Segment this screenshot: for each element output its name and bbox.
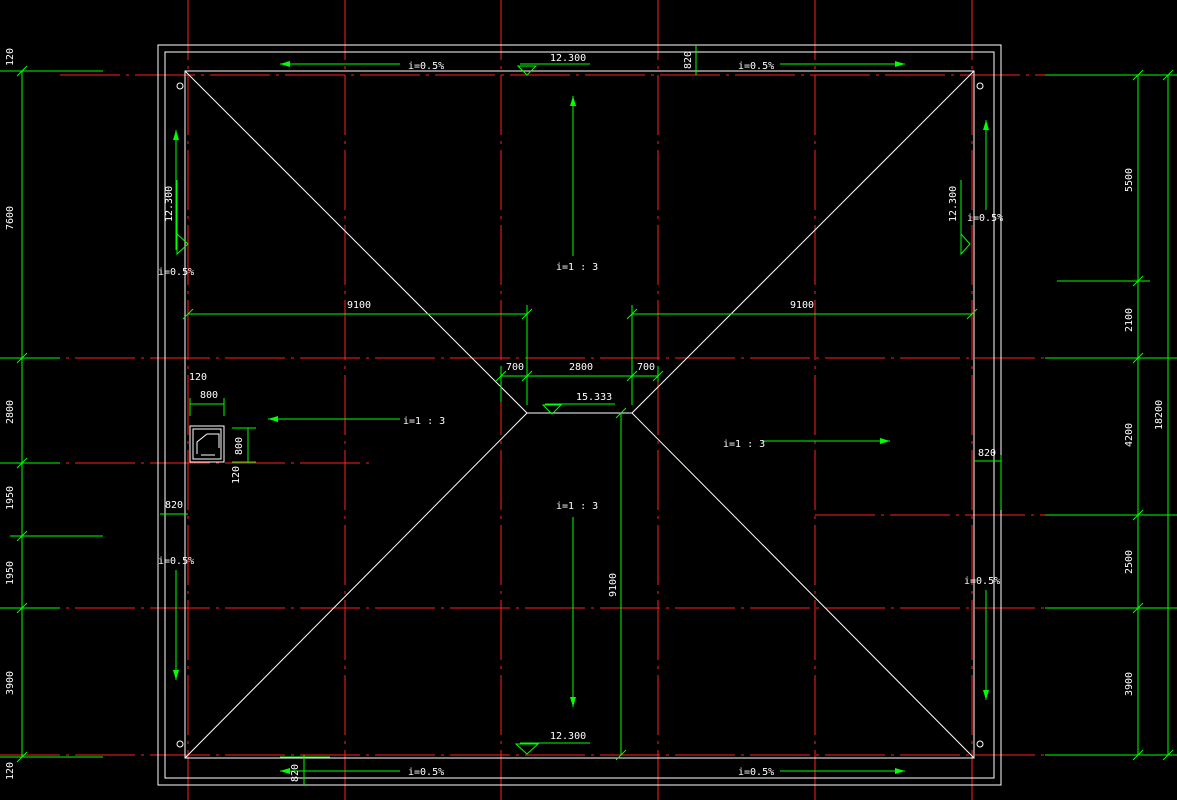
gutter-slope-right-lower: i=0.5% [964, 576, 1000, 587]
gutter-slope-left-upper: i=0.5% [158, 267, 194, 278]
slope-west: i=1 : 3 [403, 416, 445, 427]
labels: 12.300 15.333 12.300 12.300 12.300 i=1 :… [5, 48, 1165, 782]
dim-wall-thk-top: 120 [189, 372, 207, 383]
dimension-lines [0, 45, 1177, 785]
dim-left-2800: 2800 [5, 400, 16, 424]
dim-left-3900: 3900 [5, 671, 16, 695]
dim-left-7600: 7600 [5, 206, 16, 230]
dim-gutter-right: 820 [978, 448, 996, 459]
dim-right-2500: 2500 [1124, 550, 1135, 574]
dim-offset-left: 700 [506, 362, 524, 373]
gutter-slope-right-upper: i=0.5% [967, 213, 1003, 224]
dim-left-1950b: 1950 [5, 561, 16, 585]
elev-right-edge: 12.300 [948, 186, 959, 222]
slope-south: i=1 : 3 [556, 501, 598, 512]
elev-top-edge: 12.300 [550, 53, 586, 64]
gutter-slope-left-lower: i=0.5% [158, 556, 194, 567]
roof-outline [157, 44, 1002, 786]
dim-half-span-right: 9100 [790, 300, 814, 311]
dim-half-span-left: 9100 [347, 300, 371, 311]
gutter-slope-bottom-right: i=0.5% [738, 767, 774, 778]
gutter-slope-top-left: i=0.5% [408, 61, 444, 72]
dim-right-total: 18200 [1154, 400, 1165, 430]
dim-right-3900: 3900 [1124, 672, 1135, 696]
slope-east: i=1 : 3 [723, 439, 765, 450]
dim-right-4200: 4200 [1124, 423, 1135, 447]
dim-left-120-top: 120 [5, 48, 16, 66]
dim-left-1950a: 1950 [5, 486, 16, 510]
roof-hatch [189, 425, 225, 463]
dim-left-120-bottom: 120 [5, 762, 16, 780]
dim-half-span-vertical: 9100 [608, 573, 619, 597]
gutter-slope-top-right: i=0.5% [738, 61, 774, 72]
dim-right-2100: 2100 [1124, 308, 1135, 332]
elev-bottom-edge: 12.300 [550, 731, 586, 742]
elev-ridge: 15.333 [576, 392, 612, 403]
dim-gutter-top: 820 [683, 51, 694, 69]
dim-offset-right: 700 [637, 362, 655, 373]
dim-gutter-bottom: 820 [290, 764, 301, 782]
hip-lines [184, 70, 975, 759]
dim-gutter-left: 820 [165, 500, 183, 511]
gutter-slope-bottom-left: i=0.5% [408, 767, 444, 778]
dim-opening-width: 800 [200, 390, 218, 401]
dim-right-5500: 5500 [1124, 168, 1135, 192]
dim-ridge-width: 2800 [569, 362, 593, 373]
slope-north: i=1 : 3 [556, 262, 598, 273]
dim-opening-height: 800 [234, 437, 245, 455]
dim-wall-thk-side: 120 [231, 466, 242, 484]
elev-left-edge: 12.300 [164, 186, 175, 222]
